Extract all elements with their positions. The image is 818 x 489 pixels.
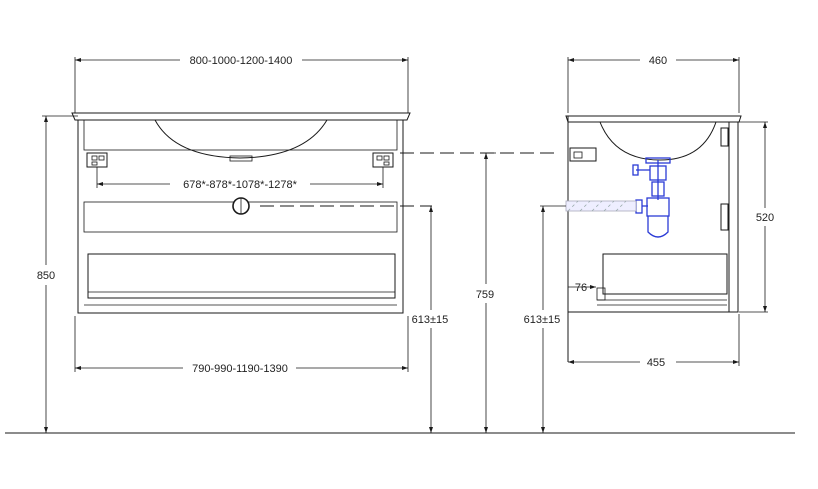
mount-height-label: 759 (476, 289, 494, 301)
side-drawer (602, 253, 728, 295)
front-view: 800-1000-1200-1400 678*-878*-1078*-127 (37, 55, 449, 433)
side-depth-label: 460 (649, 55, 667, 67)
front-drain-height-label: 613±15 (412, 314, 449, 326)
side-drain-height-label: 613±15 (524, 314, 561, 326)
offset-label: 76 (575, 282, 587, 294)
cabinet-height-label: 520 (756, 212, 774, 224)
front-cabinet (77, 119, 404, 314)
mount-spacing-label: 678*-878*-1078*-1278* (183, 179, 297, 191)
side-bracket (569, 147, 597, 162)
mount-height-dimension: 759 (400, 152, 560, 433)
right-bracket (372, 152, 394, 168)
cabinet-width-label: 790-990-1190-1390 (192, 363, 288, 375)
side-view: 460 (524, 55, 774, 433)
side-countertop (565, 115, 742, 123)
left-bracket (86, 152, 108, 168)
basin-drain (229, 155, 253, 162)
overall-width-label: 800-1000-1200-1400 (190, 55, 293, 67)
cabinet-depth-label: 455 (647, 357, 665, 369)
drain-pipe (565, 200, 637, 212)
basin-outline (154, 119, 328, 159)
siphon (632, 157, 671, 238)
side-basin (599, 121, 717, 161)
lower-drawer (87, 253, 396, 299)
countertop (71, 112, 411, 121)
overall-height-label: 850 (37, 270, 55, 282)
